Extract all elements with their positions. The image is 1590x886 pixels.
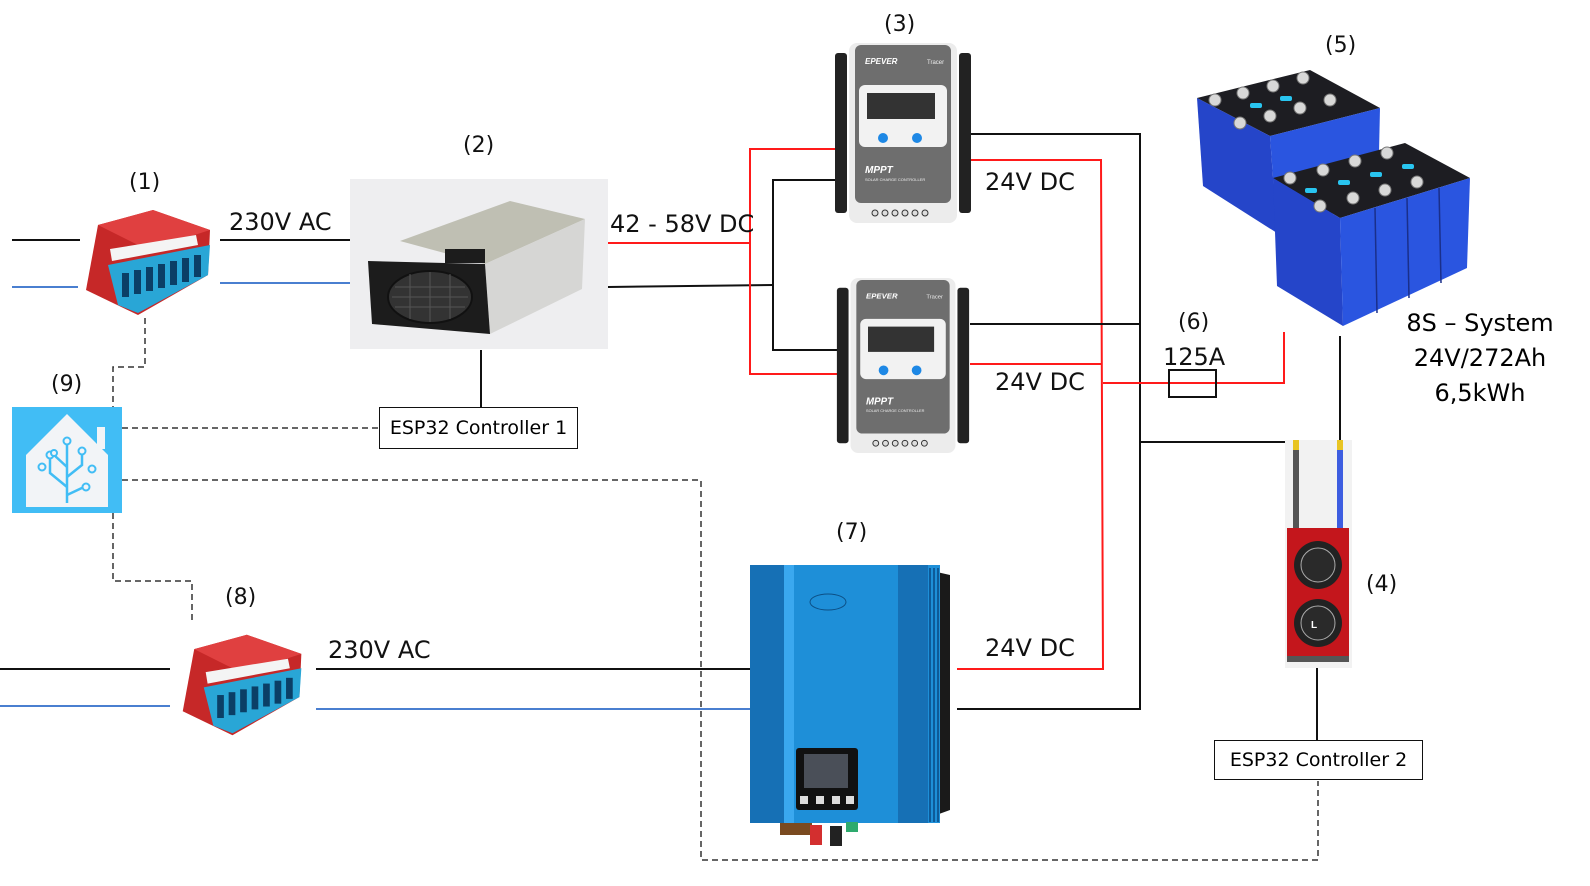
svg-text:MPPT: MPPT xyxy=(865,165,894,176)
ac-input-voltage-label: 230V AC xyxy=(229,208,332,236)
component-label-3: (3) xyxy=(884,12,916,37)
mppt1-positive-out xyxy=(957,159,1105,670)
svg-text:Tracer: Tracer xyxy=(926,294,943,300)
psu-dc-voltage-label: 42 - 58V DC xyxy=(610,210,755,238)
fuse-rating-label: 125A xyxy=(1163,343,1226,371)
mppt2-voltage-label: 24V DC xyxy=(995,368,1085,396)
mppt1-voltage-label: 24V DC xyxy=(985,168,1075,196)
home-assistant-logo xyxy=(12,407,122,513)
inverter-voltage-label: 24V DC xyxy=(985,634,1075,662)
component-label-4: (4) xyxy=(1366,572,1398,597)
svg-text:SOLAR CHARGE CONTROLLER: SOLAR CHARGE CONTROLLER xyxy=(866,408,925,413)
svg-text:EPEVER: EPEVER xyxy=(866,291,898,300)
battery-icon xyxy=(1197,70,1470,326)
svg-text:Tracer: Tracer xyxy=(927,60,944,66)
bms-brand: L xyxy=(1311,620,1317,631)
mppt-output-wires xyxy=(480,133,1341,741)
component-label-8: (8) xyxy=(225,585,257,610)
battery-energy: 6,5kWh xyxy=(1434,379,1526,407)
mppt-brand: EPEVER xyxy=(865,57,898,66)
ha-to-inverter-esp2-link xyxy=(122,479,1319,861)
svg-text:SOLAR CHARGE CONTROLLER: SOLAR CHARGE CONTROLLER xyxy=(865,177,925,182)
esp32-controller-2-box: ESP32 Controller 2 xyxy=(1214,740,1423,780)
ha-to-relay1-link xyxy=(112,318,146,410)
mppt-controller-1-image: EPEVER Tracer MPPT SOLAR CHARGE CONTROLL… xyxy=(835,43,971,223)
component-label-6: (6) xyxy=(1178,310,1210,335)
ac-input-wires xyxy=(12,239,350,288)
battery-system-spec: 8S – System 24V/272Ah 6,5kWh xyxy=(1400,306,1560,411)
battery-capacity: 24V/272Ah xyxy=(1413,344,1547,372)
component-label-1: (1) xyxy=(129,170,161,195)
battery-config: 8S – System xyxy=(1406,309,1554,337)
mppt-controller-2-image: EPEVER Tracer MPPT SOLAR CHARGE CONTROLL… xyxy=(835,278,971,453)
bms-image: L xyxy=(1285,440,1352,668)
component-label-2: (2) xyxy=(463,133,495,158)
inverter-image xyxy=(748,560,958,860)
mppt-positive-bus xyxy=(749,148,838,375)
ac-output-voltage-label: 230V AC xyxy=(328,636,431,664)
component-label-5: (5) xyxy=(1325,33,1357,58)
psu-dc-wires xyxy=(607,148,838,375)
relay-icon xyxy=(182,634,302,736)
rectifier-icon xyxy=(368,201,585,334)
home-assistant-icon xyxy=(26,414,108,507)
fuse-symbol xyxy=(1168,369,1217,398)
shelly-relay-input-image xyxy=(78,205,220,320)
relay-icon xyxy=(86,210,210,315)
svg-text:MPPT: MPPT xyxy=(866,396,894,407)
inverter-icon xyxy=(750,565,950,846)
mppt-icon: EPEVER Tracer MPPT SOLAR CHARGE CONTROLL… xyxy=(836,278,970,453)
shelly-relay-output-image xyxy=(170,630,316,740)
esp32-controller-1-box: ESP32 Controller 1 xyxy=(379,407,578,449)
component-label-7: (7) xyxy=(836,520,868,545)
signal-wires xyxy=(112,318,1319,861)
psu-negative-wire xyxy=(607,284,774,288)
component-label-9: (9) xyxy=(51,372,83,397)
mppt-negative-bus xyxy=(772,179,838,351)
mppt1-negative-out xyxy=(957,133,1141,710)
ha-to-relay8-link xyxy=(112,513,193,620)
mppt-icon: EPEVER Tracer MPPT SOLAR CHARGE CONTROLL… xyxy=(835,43,971,223)
bms-icon: L xyxy=(1287,440,1349,662)
battery-positive-wire xyxy=(1103,332,1285,384)
rectifier-psu-image xyxy=(350,179,608,349)
battery-cells-image xyxy=(1195,68,1480,328)
ac-output-wires xyxy=(0,668,752,710)
